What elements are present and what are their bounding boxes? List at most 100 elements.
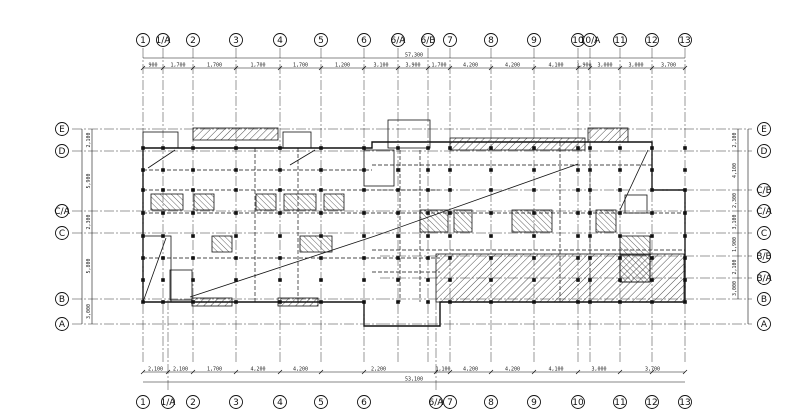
panel — [211, 235, 233, 253]
column — [319, 168, 323, 172]
axis-bubble-right: C/A — [756, 204, 773, 218]
column — [278, 168, 282, 172]
dim-right: 4,100 — [732, 163, 738, 178]
axis-bubble-right-label: D — [761, 147, 768, 157]
column — [141, 168, 145, 172]
axis-bubble-bottom-label: 6 — [361, 398, 367, 408]
axis-bubble-right-label: E — [761, 125, 767, 135]
dim-bottom-segment: 3,700 — [645, 367, 660, 373]
panel — [283, 193, 317, 211]
axis-bubble-top-label: 10 — [572, 36, 584, 46]
diagonal-line — [619, 149, 649, 211]
column — [588, 278, 592, 282]
column — [319, 256, 323, 260]
column — [618, 300, 622, 304]
dim-bottom-segment: 4,200 — [463, 367, 478, 373]
axis-bubble-right: B/A — [756, 271, 773, 285]
axis-bubble-top: 10/A — [580, 33, 601, 47]
axis-bubble-bottom: 3 — [229, 395, 243, 409]
column — [489, 256, 493, 260]
column — [278, 300, 282, 304]
column — [448, 278, 452, 282]
axis-bubble-right: C — [757, 226, 771, 240]
stair-box-top-mid — [387, 119, 431, 149]
column — [532, 256, 536, 260]
axis-bubble-bottom-label: 1/A — [161, 398, 177, 408]
column — [278, 234, 282, 238]
dim-top-segment: 1,200 — [335, 63, 350, 69]
dim-right: 2,300 — [732, 193, 738, 208]
axis-bubble-top: 8 — [484, 33, 498, 47]
axis-bubble-top-label: 11 — [614, 36, 625, 46]
axis-bubble-left: E — [55, 122, 69, 136]
axis-bubble-bottom: 2 — [186, 395, 200, 409]
column — [319, 278, 323, 282]
diagonal-line — [374, 163, 579, 237]
axis-bubble-left-label: D — [59, 147, 66, 157]
column — [683, 188, 687, 192]
column — [278, 211, 282, 215]
upper-band-hatch — [449, 137, 586, 151]
column — [576, 300, 580, 304]
diagonal-line — [142, 237, 167, 303]
panel — [595, 209, 617, 233]
panel — [323, 193, 345, 211]
dim-top-segment: 3,000 — [597, 63, 612, 69]
column — [650, 278, 654, 282]
axis-bubble-right-label: B — [761, 295, 767, 305]
column — [576, 168, 580, 172]
axis-bubble-bottom: 8 — [484, 395, 498, 409]
axis-bubble-right: C/B — [756, 183, 772, 197]
column — [588, 146, 592, 150]
axis-bubble-bottom-label: 12 — [646, 398, 657, 408]
column — [426, 168, 430, 172]
column — [426, 188, 430, 192]
column — [191, 211, 195, 215]
axis-bubble-right-label: C — [761, 229, 767, 239]
column — [532, 211, 536, 215]
panel — [255, 193, 277, 211]
dim-bottom-segment: 3,000 — [591, 367, 606, 373]
diagonal-line — [147, 149, 176, 169]
axis-bubble-top-label: 4 — [277, 36, 283, 46]
axis-bubble-top-label: 6/B — [421, 36, 436, 46]
dim-bottom-segment: 2,100 — [148, 367, 163, 373]
axis-bubble-right-label: B/B — [756, 252, 771, 262]
dim-left: 3,000 — [86, 304, 92, 319]
axis-bubble-bottom: 11 — [613, 395, 627, 409]
column — [650, 211, 654, 215]
axis-bubble-top: 6/B — [421, 33, 436, 47]
dim-top-segment: 1,900 — [576, 63, 591, 69]
column — [161, 188, 165, 192]
axis-bubble-top-label: 9 — [531, 36, 537, 46]
column — [396, 278, 400, 282]
axis-bubble-right-label: B/A — [756, 274, 772, 284]
axis-bubble-top-label: 1/A — [156, 36, 172, 46]
column — [588, 168, 592, 172]
column — [141, 278, 145, 282]
column — [396, 146, 400, 150]
axis-bubble-top-label: 2 — [190, 36, 196, 46]
hatched-column-strip — [619, 235, 651, 283]
dim-bottom-segment: 2,100 — [173, 367, 188, 373]
column — [191, 300, 195, 304]
axis-bubble-top-label: 13 — [679, 36, 690, 46]
axis-bubble-top: 6 — [357, 33, 371, 47]
axis-bubble-top: 5 — [314, 33, 328, 47]
axis-bubble-bottom-label: 11 — [614, 398, 625, 408]
column — [650, 234, 654, 238]
axis-bubble-bottom-label: 2 — [190, 398, 196, 408]
axis-bubble-top: 1/A — [156, 33, 172, 47]
column — [683, 234, 687, 238]
diagonal-line — [189, 235, 376, 298]
dim-right: 3,100 — [732, 214, 738, 229]
column — [448, 234, 452, 238]
column — [448, 256, 452, 260]
axis-bubble-right: D — [757, 144, 771, 158]
column — [234, 168, 238, 172]
dim-bottom-overall: 53,100 — [405, 377, 423, 383]
column — [362, 188, 366, 192]
column — [489, 300, 493, 304]
